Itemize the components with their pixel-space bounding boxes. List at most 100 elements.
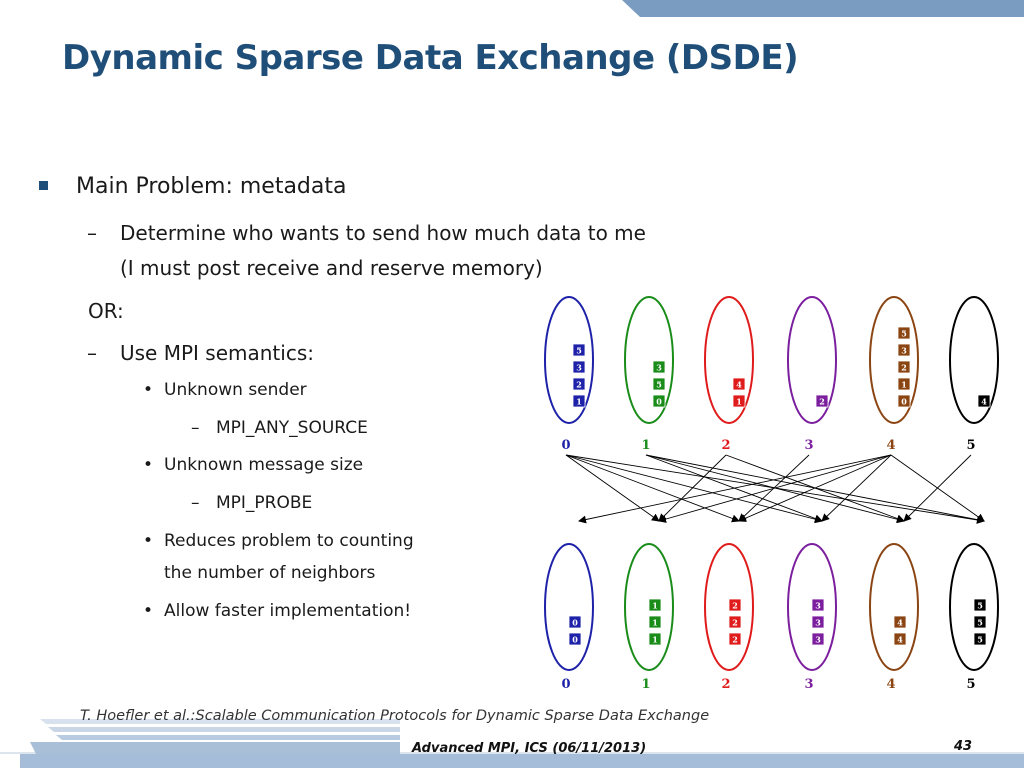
- send-box-label: 5: [901, 329, 907, 339]
- dash-bullet-icon: –: [191, 493, 200, 513]
- send-box-label: 3: [656, 363, 662, 373]
- send-box: [897, 360, 911, 374]
- recv-box: [648, 615, 662, 629]
- dot-bullet-icon: •: [143, 380, 154, 400]
- message-arrow: [565, 454, 660, 522]
- sender-process-5: [949, 296, 999, 424]
- message-arrow: [903, 454, 972, 522]
- message-arrow: [821, 454, 892, 522]
- footer-stripes: [20, 719, 1024, 768]
- recv-box-label: 5: [977, 635, 983, 645]
- square-bullet-icon: [39, 181, 48, 190]
- message-arrow: [565, 454, 823, 524]
- dash-bullet-icon: –: [87, 221, 97, 245]
- receiver-rank-label: 0: [561, 677, 570, 692]
- recv-box: [973, 615, 987, 629]
- send-box-label: 2: [576, 380, 582, 390]
- recv-box: [568, 615, 582, 629]
- send-box-label: 0: [656, 397, 662, 407]
- send-box: [652, 360, 666, 374]
- send-box-label: 3: [576, 363, 582, 373]
- bullet-determine-line2: (I must post receive and reserve memory): [120, 256, 543, 280]
- receiver-rank-label: 1: [641, 677, 650, 692]
- recv-box-label: 5: [977, 601, 983, 611]
- recv-box: [728, 615, 742, 629]
- receiver-rank-label: 5: [966, 677, 975, 692]
- bullet-main-problem: Main Problem: metadata: [76, 174, 347, 199]
- recv-box: [648, 632, 662, 646]
- recv-box-label: 4: [897, 635, 903, 645]
- send-box-label: 3: [901, 346, 907, 356]
- recv-box-label: 0: [572, 618, 578, 628]
- sender-rank-label: 1: [641, 438, 650, 453]
- recv-box: [893, 632, 907, 646]
- recv-box-label: 2: [732, 601, 738, 611]
- send-box-label: 5: [576, 346, 582, 356]
- sender-process-3: [787, 296, 837, 424]
- send-box-label: 1: [576, 397, 582, 407]
- send-box: [732, 377, 746, 391]
- citation: T. Hoefler et al.:Scalable Communication…: [80, 708, 710, 724]
- recv-box: [648, 598, 662, 612]
- dot-bullet-icon: •: [143, 601, 154, 621]
- recv-box-label: 5: [977, 618, 983, 628]
- dash-bullet-icon: –: [191, 418, 200, 438]
- receiver-process-4: [869, 543, 919, 671]
- send-box-label: 2: [901, 363, 907, 373]
- bullet-determine-line1: Determine who wants to send how much dat…: [120, 221, 646, 245]
- recv-box: [811, 632, 825, 646]
- recv-box-label: 1: [652, 618, 658, 628]
- slide-title: Dynamic Sparse Data Exchange (DSDE): [62, 38, 799, 78]
- send-box-label: 4: [981, 397, 987, 407]
- recv-box: [893, 615, 907, 629]
- top-right-banner: [622, 0, 1024, 17]
- or-label: OR:: [88, 299, 124, 323]
- send-box-label: 2: [819, 397, 825, 407]
- recv-box: [973, 598, 987, 612]
- bullet-unknown-size: Unknown message size: [164, 455, 364, 475]
- sender-rank-label: 2: [721, 438, 730, 453]
- sender-rank-label: 5: [966, 438, 975, 453]
- bullet-reduces-line2: the number of neighbors: [164, 563, 376, 583]
- send-box: [572, 394, 586, 408]
- message-arrow: [738, 454, 892, 522]
- send-box: [897, 377, 911, 391]
- send-box: [897, 343, 911, 357]
- recv-box-label: 3: [815, 601, 821, 611]
- receiver-rank-label: 3: [804, 677, 813, 692]
- dot-bullet-icon: •: [143, 531, 154, 551]
- dot-bullet-icon: •: [143, 455, 154, 475]
- send-box: [572, 343, 586, 357]
- send-box: [977, 394, 991, 408]
- receiver-rank-label: 4: [886, 677, 895, 692]
- send-box-label: 5: [656, 380, 662, 390]
- recv-box-label: 2: [732, 635, 738, 645]
- recv-box-label: 4: [897, 618, 903, 628]
- message-arrow: [578, 454, 892, 524]
- page-number: 43: [954, 739, 973, 754]
- recv-box-label: 3: [815, 635, 821, 645]
- recv-box: [811, 615, 825, 629]
- receiver-process-5: [949, 543, 999, 671]
- receiver-process-2: [704, 543, 754, 671]
- footer-course: Advanced MPI, ICS (06/11/2013): [412, 741, 647, 756]
- bullet-unknown-sender: Unknown sender: [164, 380, 307, 400]
- bullet-reduces-line1: Reduces problem to counting: [164, 531, 414, 551]
- recv-box: [811, 598, 825, 612]
- send-box: [897, 326, 911, 340]
- recv-box: [728, 632, 742, 646]
- receiver-rank-label: 2: [721, 677, 730, 692]
- recv-box-label: 2: [732, 618, 738, 628]
- send-box: [652, 394, 666, 408]
- receiver-process-3: [787, 543, 837, 671]
- recv-box-label: 0: [572, 635, 578, 645]
- send-box: [815, 394, 829, 408]
- sender-process-2: [704, 296, 754, 424]
- bullet-any-source: MPI_ANY_SOURCE: [216, 418, 368, 438]
- recv-box-label: 1: [652, 635, 658, 645]
- send-box: [732, 394, 746, 408]
- send-box: [897, 394, 911, 408]
- send-box-label: 0: [901, 397, 907, 407]
- send-box-label: 1: [736, 397, 742, 407]
